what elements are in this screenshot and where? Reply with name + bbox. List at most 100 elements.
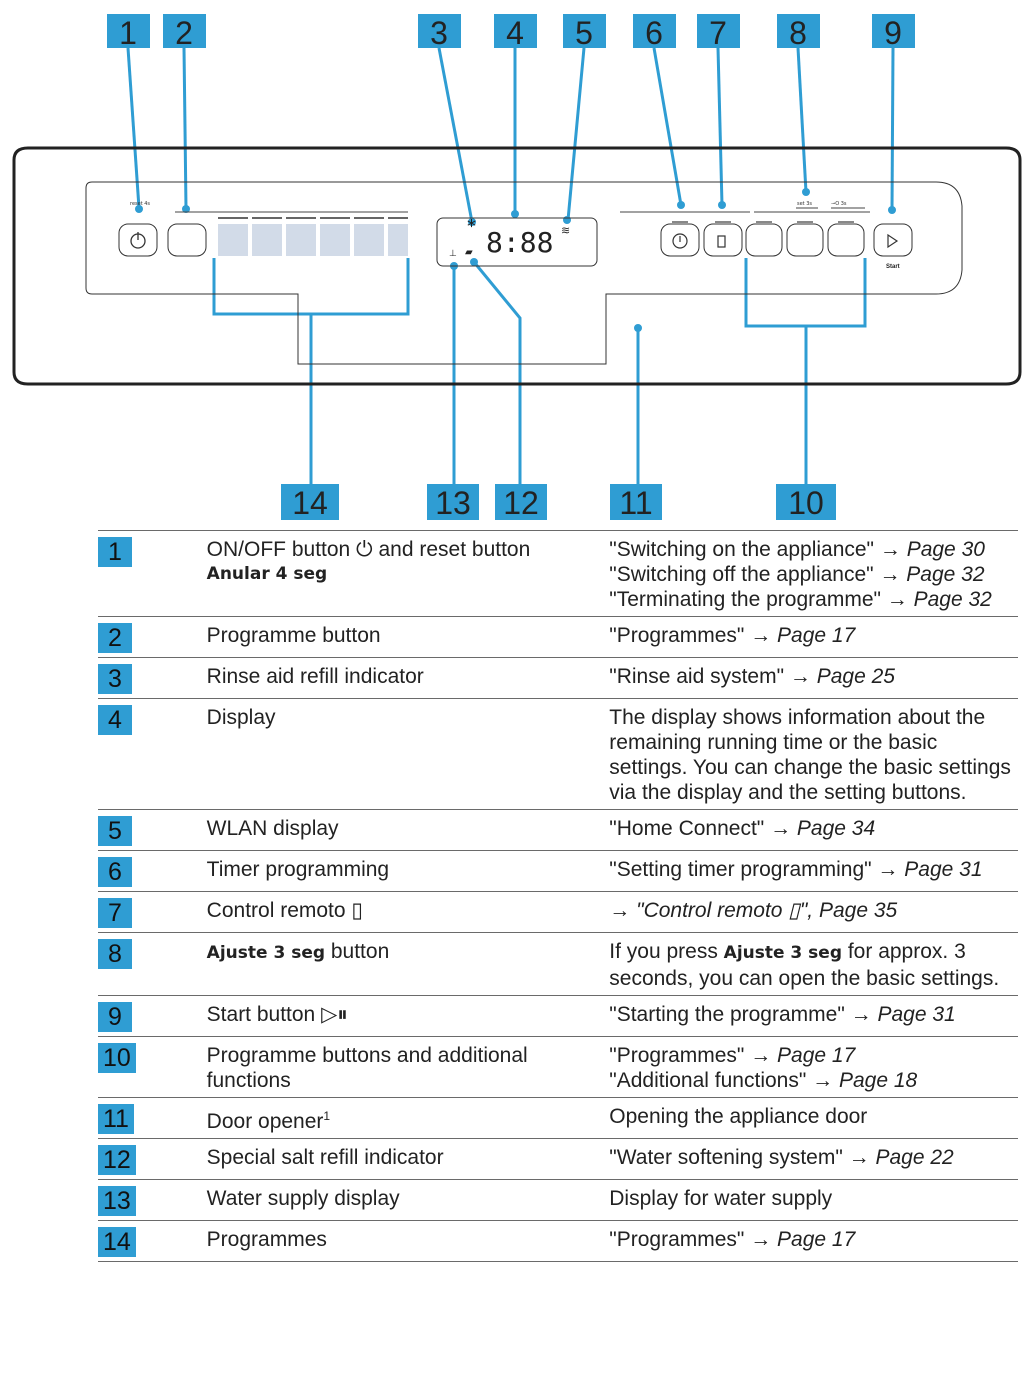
legend-reference[interactable]: "Switching on the appliance" → Page 30 (609, 537, 1014, 562)
reference-text: "Switching on the appliance" → (609, 538, 907, 561)
reference-text: "Water softening system" → (609, 1146, 876, 1169)
legend-description-cell: Opening the appliance door (609, 1098, 1018, 1139)
callout-12: 12 (495, 484, 547, 521)
callout-4: 4 (494, 14, 537, 51)
reference-page[interactable]: "Control remoto ▯", Page 35 (636, 899, 898, 922)
legend-description: for approx. 3 seconds, you can open the … (609, 940, 1000, 990)
legend-reference[interactable]: "Programmes" → Page 17 (609, 623, 1014, 648)
legend-description-cell: "Starting the programme" → Page 31 (609, 996, 1018, 1037)
svg-text:11: 11 (619, 485, 652, 521)
programme-tiles[interactable] (218, 224, 408, 256)
svg-text:14: 14 (292, 485, 328, 521)
remote-control-button[interactable] (703, 223, 743, 257)
legend-name-cell: Start button ▷⏸ (207, 996, 610, 1037)
legend-reference[interactable]: "Additional functions" → Page 18 (609, 1068, 1014, 1093)
legend-number-badge: 9 (98, 1002, 132, 1032)
legend-number-badge: 3 (98, 664, 132, 694)
reference-page[interactable]: Page 22 (875, 1146, 954, 1169)
svg-text:10: 10 (788, 485, 824, 521)
start-button[interactable] (873, 223, 913, 257)
legend-description-cell: "Home Connect" → Page 34 (609, 810, 1018, 851)
reference-page[interactable]: Page 17 (777, 1044, 856, 1067)
callout-2: 2 (163, 14, 206, 51)
legend-reference[interactable]: "Rinse aid system" → Page 25 (609, 664, 1014, 689)
legend-number-cell: 9 (98, 996, 207, 1037)
reference-page[interactable]: Page 34 (796, 817, 876, 840)
set-label: set 3s (797, 201, 812, 207)
svg-text:7: 7 (709, 15, 727, 51)
legend-reference[interactable]: → "Control remoto ▯", Page 35 (609, 898, 1014, 923)
power-button[interactable] (118, 223, 158, 257)
legend-number-badge: 5 (98, 816, 132, 846)
reference-text: "Additional functions" → (609, 1069, 839, 1092)
reference-page[interactable]: Page 31 (877, 1003, 956, 1026)
legend-name: Timer programming (206, 858, 390, 881)
display: * 8:88 ≋ ⊥ ▰ (436, 216, 598, 267)
legend-reference[interactable]: "Water softening system" → Page 22 (609, 1145, 1014, 1170)
reference-page[interactable]: Page 17 (777, 1228, 856, 1251)
reference-text: "Programmes" → (609, 1044, 778, 1067)
legend-reference[interactable]: "Terminating the programme" → Page 32 (609, 587, 1014, 612)
svg-text:9: 9 (884, 15, 902, 51)
legend-number-cell: 7 (98, 892, 207, 933)
reference-page[interactable]: Page 18 (838, 1069, 918, 1092)
legend-name: Control remoto ▯ (206, 899, 363, 922)
reference-page[interactable]: Page 32 (906, 563, 985, 586)
reference-text: "Starting the programme" → (609, 1003, 878, 1026)
legend-description: The display shows information about the … (609, 706, 1011, 804)
legend-description-cell: If you press Ajuste 3 seg for approx. 3 … (609, 933, 1018, 996)
legend-reference[interactable]: "Switching off the appliance" → Page 32 (609, 562, 1014, 587)
reference-text: "Setting timer programming" → (609, 858, 905, 881)
legend-reference[interactable]: "Programmes" → Page 17 (609, 1227, 1014, 1252)
legend-number-cell: 10 (98, 1037, 207, 1098)
legend-name: Water supply display (206, 1187, 400, 1210)
legend-number-badge: 11 (98, 1104, 134, 1134)
legend-number-badge: 14 (98, 1227, 136, 1257)
callout-9: 9 (872, 14, 915, 51)
programme-button-c[interactable] (827, 223, 865, 257)
legend-number-badge: 13 (98, 1186, 136, 1216)
legend-number-badge: 4 (98, 705, 132, 735)
salt-icon: ▰ (465, 247, 473, 258)
reference-page[interactable]: Page 32 (913, 588, 992, 611)
reference-text: → (609, 899, 637, 922)
legend-name: Programmes (206, 1228, 327, 1251)
callout-7: 7 (697, 14, 740, 51)
programme-button-a[interactable] (745, 223, 783, 257)
reference-page[interactable]: Page 30 (906, 538, 985, 561)
legend-description-code: Ajuste 3 seg (723, 943, 843, 963)
legend-number-cell: 5 (98, 810, 207, 851)
legend-footnote-mark: 1 (323, 1109, 331, 1123)
legend-reference[interactable]: "Home Connect" → Page 34 (609, 816, 1014, 841)
callout-3: 3 (418, 14, 461, 51)
programme-button[interactable] (167, 223, 207, 257)
svg-text:6: 6 (645, 15, 663, 51)
svg-text:12: 12 (503, 485, 539, 521)
legend-name-cell: Ajuste 3 seg button (207, 933, 610, 996)
wifi-icon: ≋ (561, 224, 570, 237)
legend-number-cell: 3 (98, 658, 207, 699)
legend-name-cell: Water supply display (207, 1180, 610, 1221)
timer-button[interactable] (660, 223, 700, 257)
legend-reference[interactable]: "Setting timer programming" → Page 31 (609, 857, 1014, 882)
reference-page[interactable]: Page 31 (904, 858, 983, 881)
reference-page[interactable]: Page 25 (816, 665, 895, 688)
legend-reference[interactable]: "Starting the programme" → Page 31 (609, 1002, 1014, 1027)
legend-number-cell: 4 (98, 699, 207, 810)
legend-name: Rinse aid refill indicator (206, 665, 424, 688)
legend-row: 14 Programmes "Programmes" → Page 17 (98, 1220, 1018, 1262)
reference-text: "Terminating the programme" → (609, 588, 914, 611)
programme-button-b[interactable] (786, 223, 824, 257)
legend-name-cell: Control remoto ▯ (207, 892, 610, 933)
legend-number-cell: 6 (98, 851, 207, 892)
callout-14: 14 (281, 484, 339, 521)
legend-number-badge: 2 (98, 623, 132, 653)
legend-name: Programme buttons and additional functio… (206, 1044, 528, 1092)
legend-reference[interactable]: "Programmes" → Page 17 (609, 1043, 1014, 1068)
reference-page[interactable]: Page 17 (777, 624, 856, 647)
